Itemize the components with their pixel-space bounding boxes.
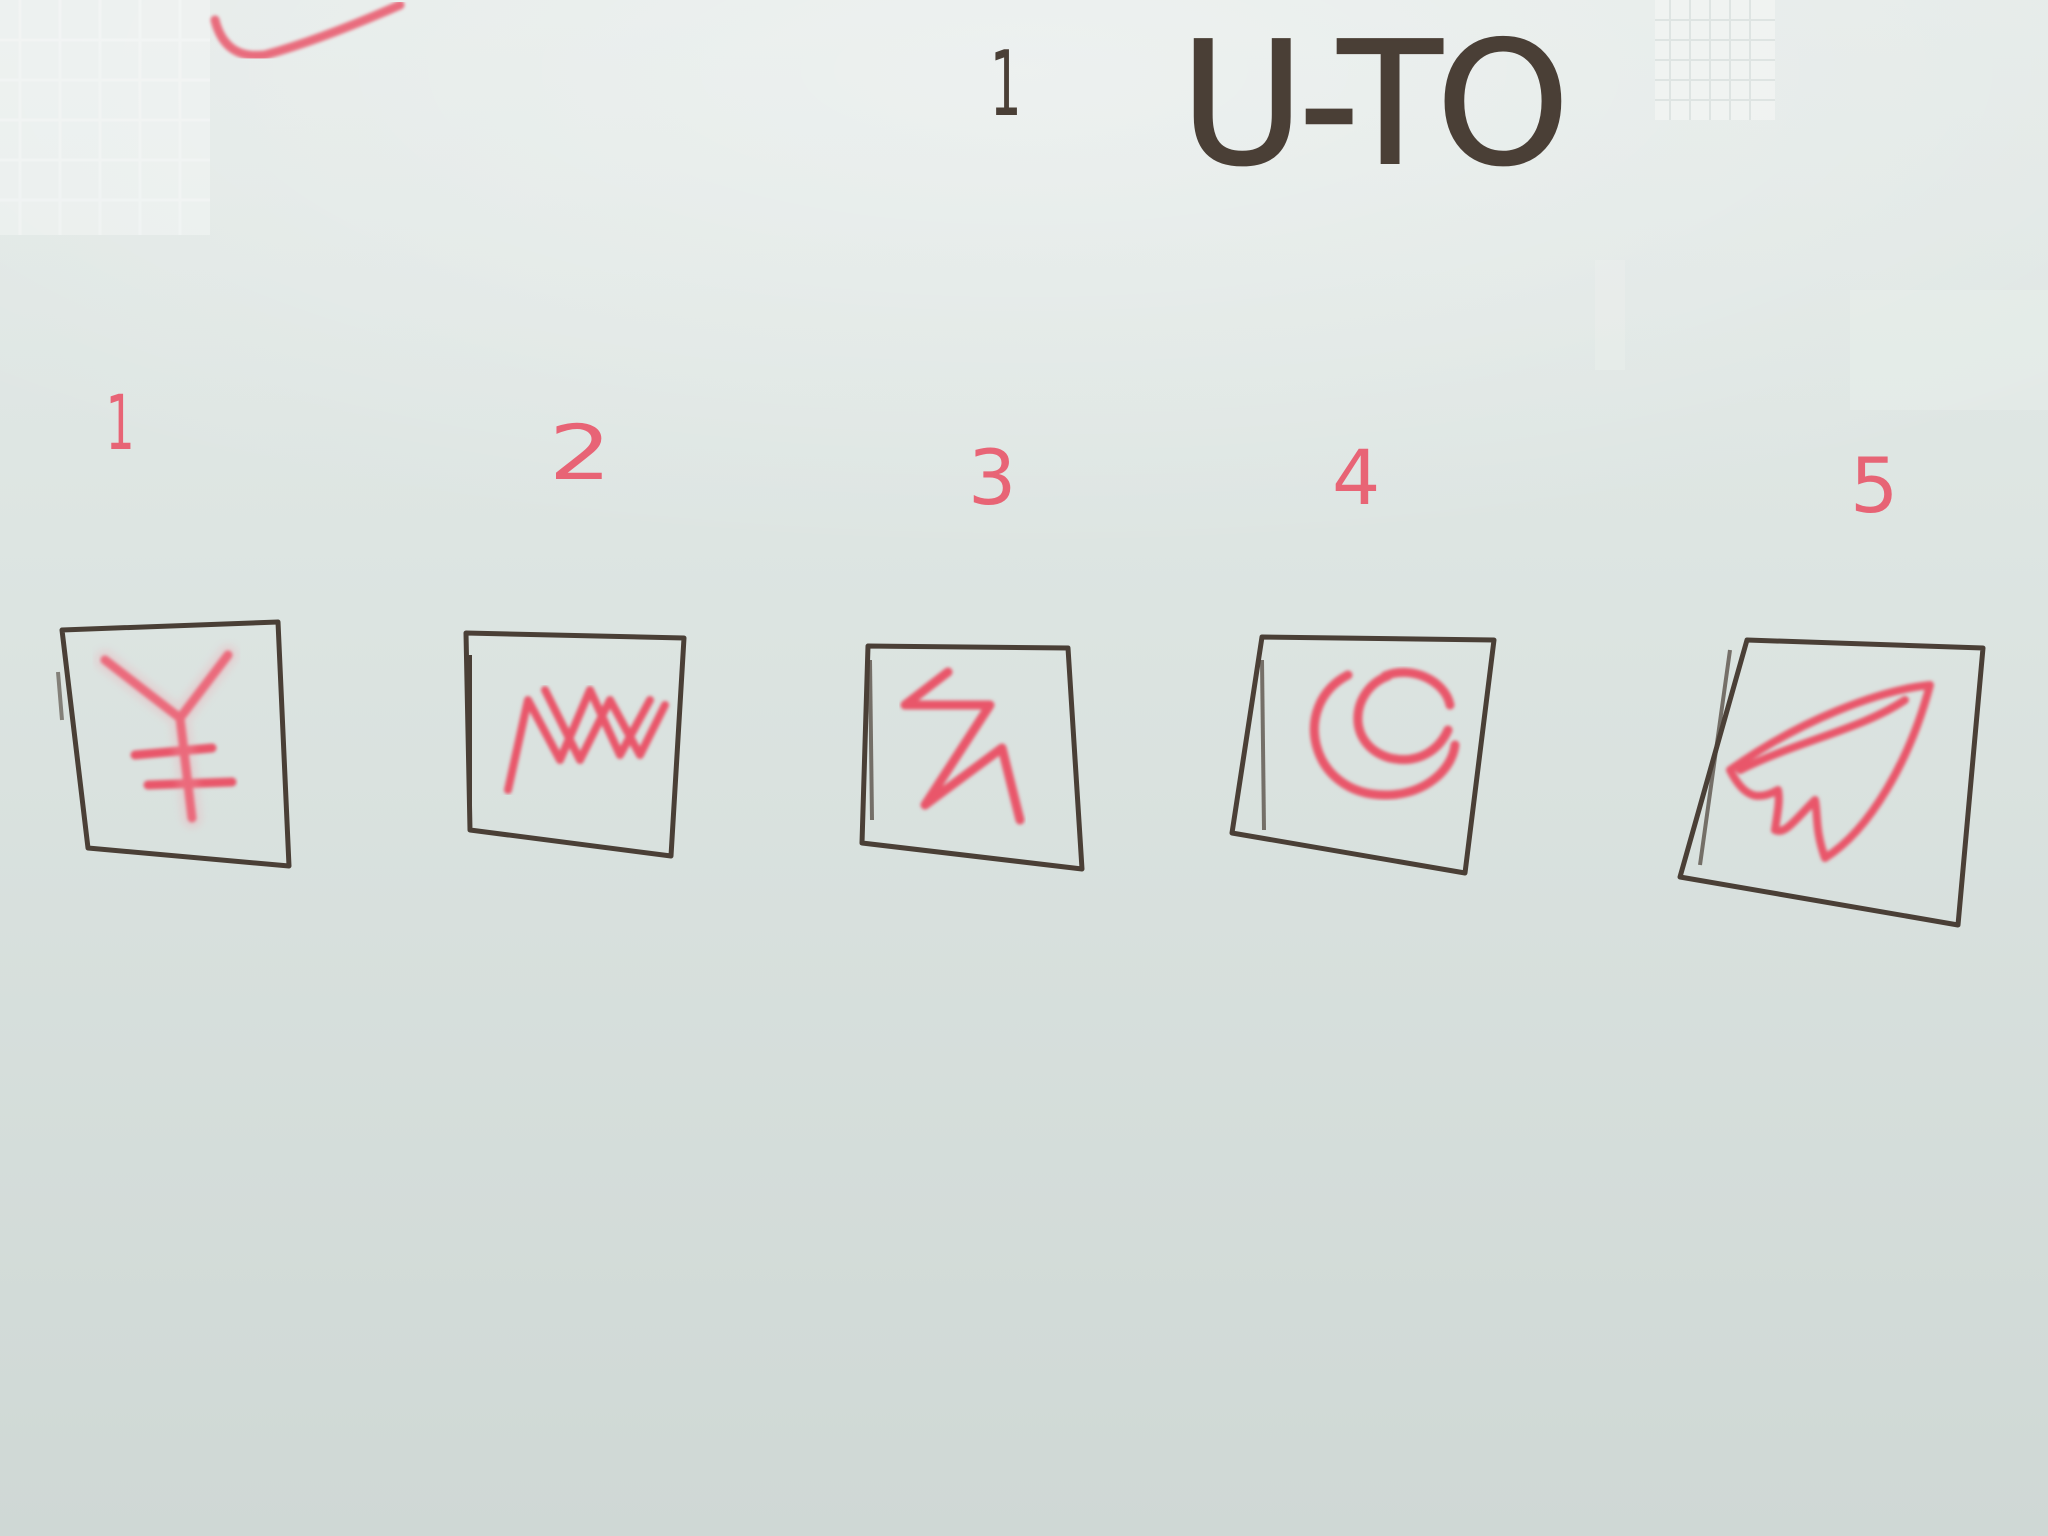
option-box-2 (463, 630, 687, 859)
red-check-mark (210, 0, 405, 61)
option-label-3: 3 (968, 433, 1017, 522)
window-reflection-right (1595, 0, 2048, 410)
window-reflection-left (0, 0, 210, 235)
option-label-1: 1 (105, 378, 135, 467)
zigzag-waves-icon (504, 686, 669, 794)
option-label-5: 5 (1850, 441, 1899, 530)
header-number: 1 (990, 32, 1022, 137)
leaf-wing-icon (1726, 681, 1934, 862)
option-box-5 (1677, 637, 1986, 928)
double-crescent-icon (1309, 667, 1460, 800)
option-label-4: 4 (1332, 433, 1381, 522)
header-title: U-TO (1179, 6, 1571, 204)
option-box-4 (1229, 634, 1497, 876)
lightning-arrow-icon (900, 667, 1025, 825)
option-box-3 (859, 643, 1085, 872)
option-box-1 (56, 619, 292, 869)
option-label-2: 2 (548, 408, 612, 497)
